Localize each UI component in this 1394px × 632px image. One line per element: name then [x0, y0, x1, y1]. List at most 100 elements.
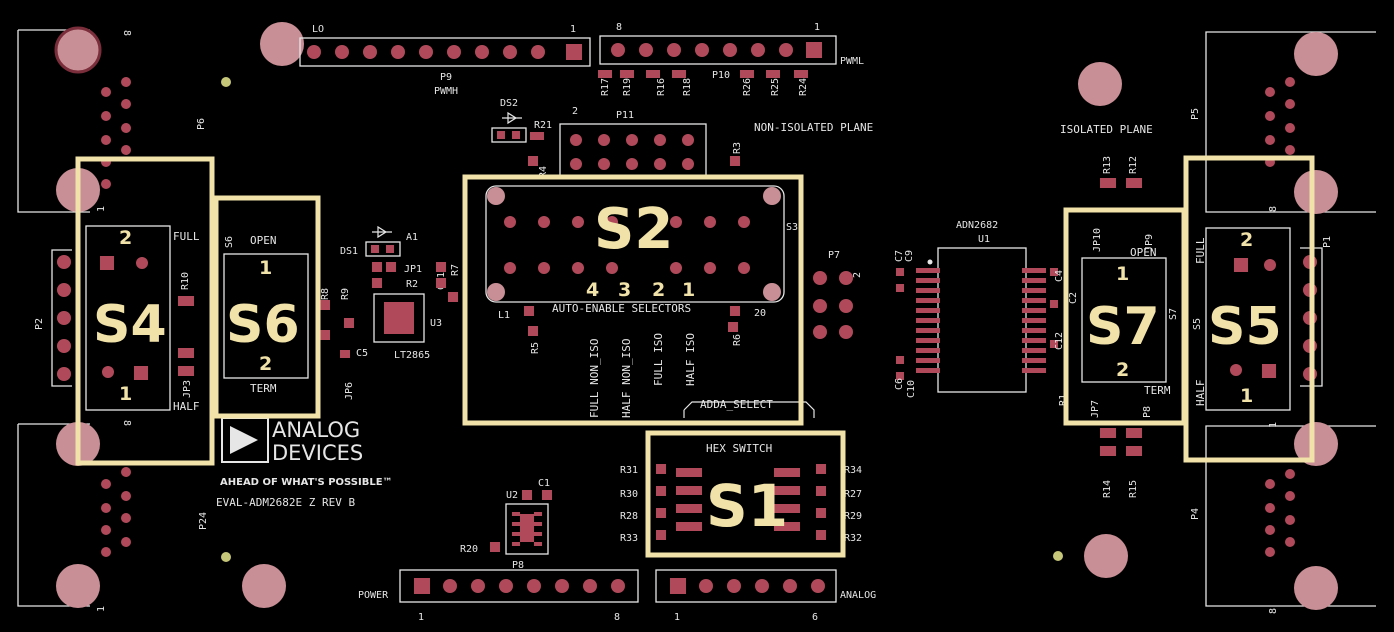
ref-c7: C7 — [894, 250, 905, 262]
p10-name: P10 — [712, 70, 730, 81]
ref-c10: C10 — [906, 380, 917, 398]
ref-r14: R14 — [1102, 480, 1113, 498]
p9-pin-hi: 1 — [570, 24, 576, 35]
tagline: AHEAD OF WHAT'S POSSIBLE™ — [220, 477, 393, 488]
adda-select-label: ADDA_SELECT — [700, 398, 773, 411]
s5-half: HALF — [1194, 380, 1207, 407]
fiducial-3 — [1053, 551, 1063, 561]
analog-pin-lo: 1 — [674, 612, 680, 623]
p11-pin: 2 — [572, 106, 578, 117]
s7-bot: 2 — [1116, 359, 1129, 381]
isolated-resistors: R13 R12 R14 R15 JP10 JP9 R1 JP7 P8 — [1058, 156, 1155, 498]
p8-pin-hi: 8 — [614, 612, 620, 623]
ref-jp3: JP3 — [182, 380, 193, 398]
ref-r34: R34 — [844, 465, 862, 476]
non-isolated-label: NON-ISOLATED PLANE — [754, 121, 873, 134]
connector-p6: P6 8 1 — [17, 26, 207, 213]
left-pads — [178, 296, 194, 376]
s2-digit-3: 3 — [618, 279, 631, 301]
ref-ds1: DS1 — [340, 246, 358, 257]
connector-p5: P5 8 — [1190, 31, 1376, 214]
ref-ds2: DS2 — [500, 98, 518, 109]
ref-a1: A1 — [406, 232, 418, 243]
highlight-s5: FULL HALF S5 2 1 S5 — [1183, 155, 1315, 463]
auto-enable-label: AUTO-ENABLE SELECTORS — [552, 302, 691, 315]
label-p6-pin1: 1 — [96, 206, 107, 212]
hex-switch-label: HEX SWITCH — [706, 442, 772, 455]
fiducial-2 — [221, 552, 231, 562]
s5-bot: 1 — [1240, 385, 1253, 407]
p8-name: P8 — [512, 560, 524, 571]
mount-hole-top-right — [1078, 62, 1122, 106]
resistor-row-top: R17 R19 R16 R18 R26 R25 R24 — [598, 70, 809, 96]
s2-digit-2: 2 — [652, 279, 665, 301]
s2-digit-1: 1 — [682, 279, 695, 301]
p9-pin-lo: LO — [312, 24, 324, 35]
p9-name: P9 — [440, 72, 452, 83]
mount-hole-bottom-left — [242, 564, 286, 608]
p7-name: P7 — [828, 250, 840, 261]
u3-name: LT2865 — [394, 350, 430, 361]
logo-devices: DEVICES — [272, 441, 363, 465]
ref-r13: R13 — [1102, 156, 1113, 174]
header-p8: P8 POWER 1 8 — [358, 560, 639, 623]
ref-r33: R33 — [620, 533, 638, 544]
s2-label: S2 — [594, 197, 673, 262]
s4-full: FULL — [173, 230, 200, 243]
led-ds2: DS2 R21 R4 — [491, 98, 552, 178]
s7-term: TERM — [1144, 384, 1171, 397]
ic-u2: U2 C1 R20 — [460, 478, 552, 555]
label-p2: P2 — [34, 318, 45, 330]
ref-jp7: JP7 — [1090, 400, 1101, 418]
s7-ref: S7 — [1168, 308, 1179, 320]
label-p24-pin8: 8 — [121, 420, 132, 426]
ref-r27: R27 — [844, 489, 862, 500]
s6-bot: 2 — [259, 353, 272, 375]
ref-c6: C6 — [894, 378, 905, 390]
ref-r21: R21 — [534, 120, 552, 131]
ic-u1-adn2682: ADN2682 U1 C7 C9 C6 C10 C2 C12 C4 — [894, 220, 1079, 398]
selector-full-non-iso: FULL NON_ISO — [588, 339, 601, 418]
highlight-s1: S1 — [645, 430, 846, 558]
label-p24-pin1: 1 — [96, 606, 107, 612]
header-p10: 8 1 P10 PWML — [599, 22, 864, 81]
s5-top: 2 — [1240, 229, 1253, 251]
label-p1: P1 — [1322, 236, 1333, 248]
p10-pin-hi: 1 — [814, 22, 820, 33]
hex-switch-s1: ADDA_SELECT HEX SWITCH R31 R30 R28 R33 R… — [620, 398, 862, 544]
s4-top: 2 — [119, 227, 132, 249]
board-title: EVAL-ADM2682E Z REV B — [216, 496, 355, 509]
s5-ref: S5 — [1192, 318, 1203, 330]
ref-jp1: JP1 — [404, 264, 422, 275]
ref-r26: R26 — [742, 78, 753, 96]
ref-s3: S3 — [786, 222, 798, 233]
ref-r15: R15 — [1128, 480, 1139, 498]
ref-p8r: P8 — [1142, 406, 1153, 418]
connector-p1: P1 — [1300, 236, 1333, 387]
ref-r18: R18 — [682, 78, 693, 96]
ref-c9: C9 — [904, 250, 915, 262]
led-ds1: DS1 A1 JP1 R2 R7 C11 — [340, 225, 461, 302]
u2-ref: U2 — [506, 490, 518, 501]
ref-r20: R20 — [460, 544, 478, 555]
label-p6-pin8: 8 — [121, 30, 132, 36]
label-p24: P24 — [198, 512, 209, 530]
logo-analog: ANALOG — [272, 418, 360, 442]
mount-hole-bottom-right — [1084, 534, 1128, 578]
s5-full: FULL — [1194, 237, 1207, 264]
fiducial-1 — [221, 77, 231, 87]
ref-r9: R9 — [340, 288, 351, 300]
p11-name: P11 — [616, 110, 634, 121]
header-p9: LO 1 P9 PWMH — [299, 24, 591, 97]
ref-r5: R5 — [530, 342, 541, 354]
ref-r12: R12 — [1128, 156, 1139, 174]
analog-devices-logo: ANALOG DEVICES — [221, 417, 363, 465]
ref-r10: R10 — [180, 272, 191, 290]
p10-sub: PWML — [840, 56, 864, 67]
ref-r17: R17 — [600, 78, 611, 96]
s2-digit-4: 4 — [586, 279, 599, 301]
ref-r25: R25 — [770, 78, 781, 96]
s6-label: S6 — [226, 295, 300, 355]
ref-r32: R32 — [844, 533, 862, 544]
